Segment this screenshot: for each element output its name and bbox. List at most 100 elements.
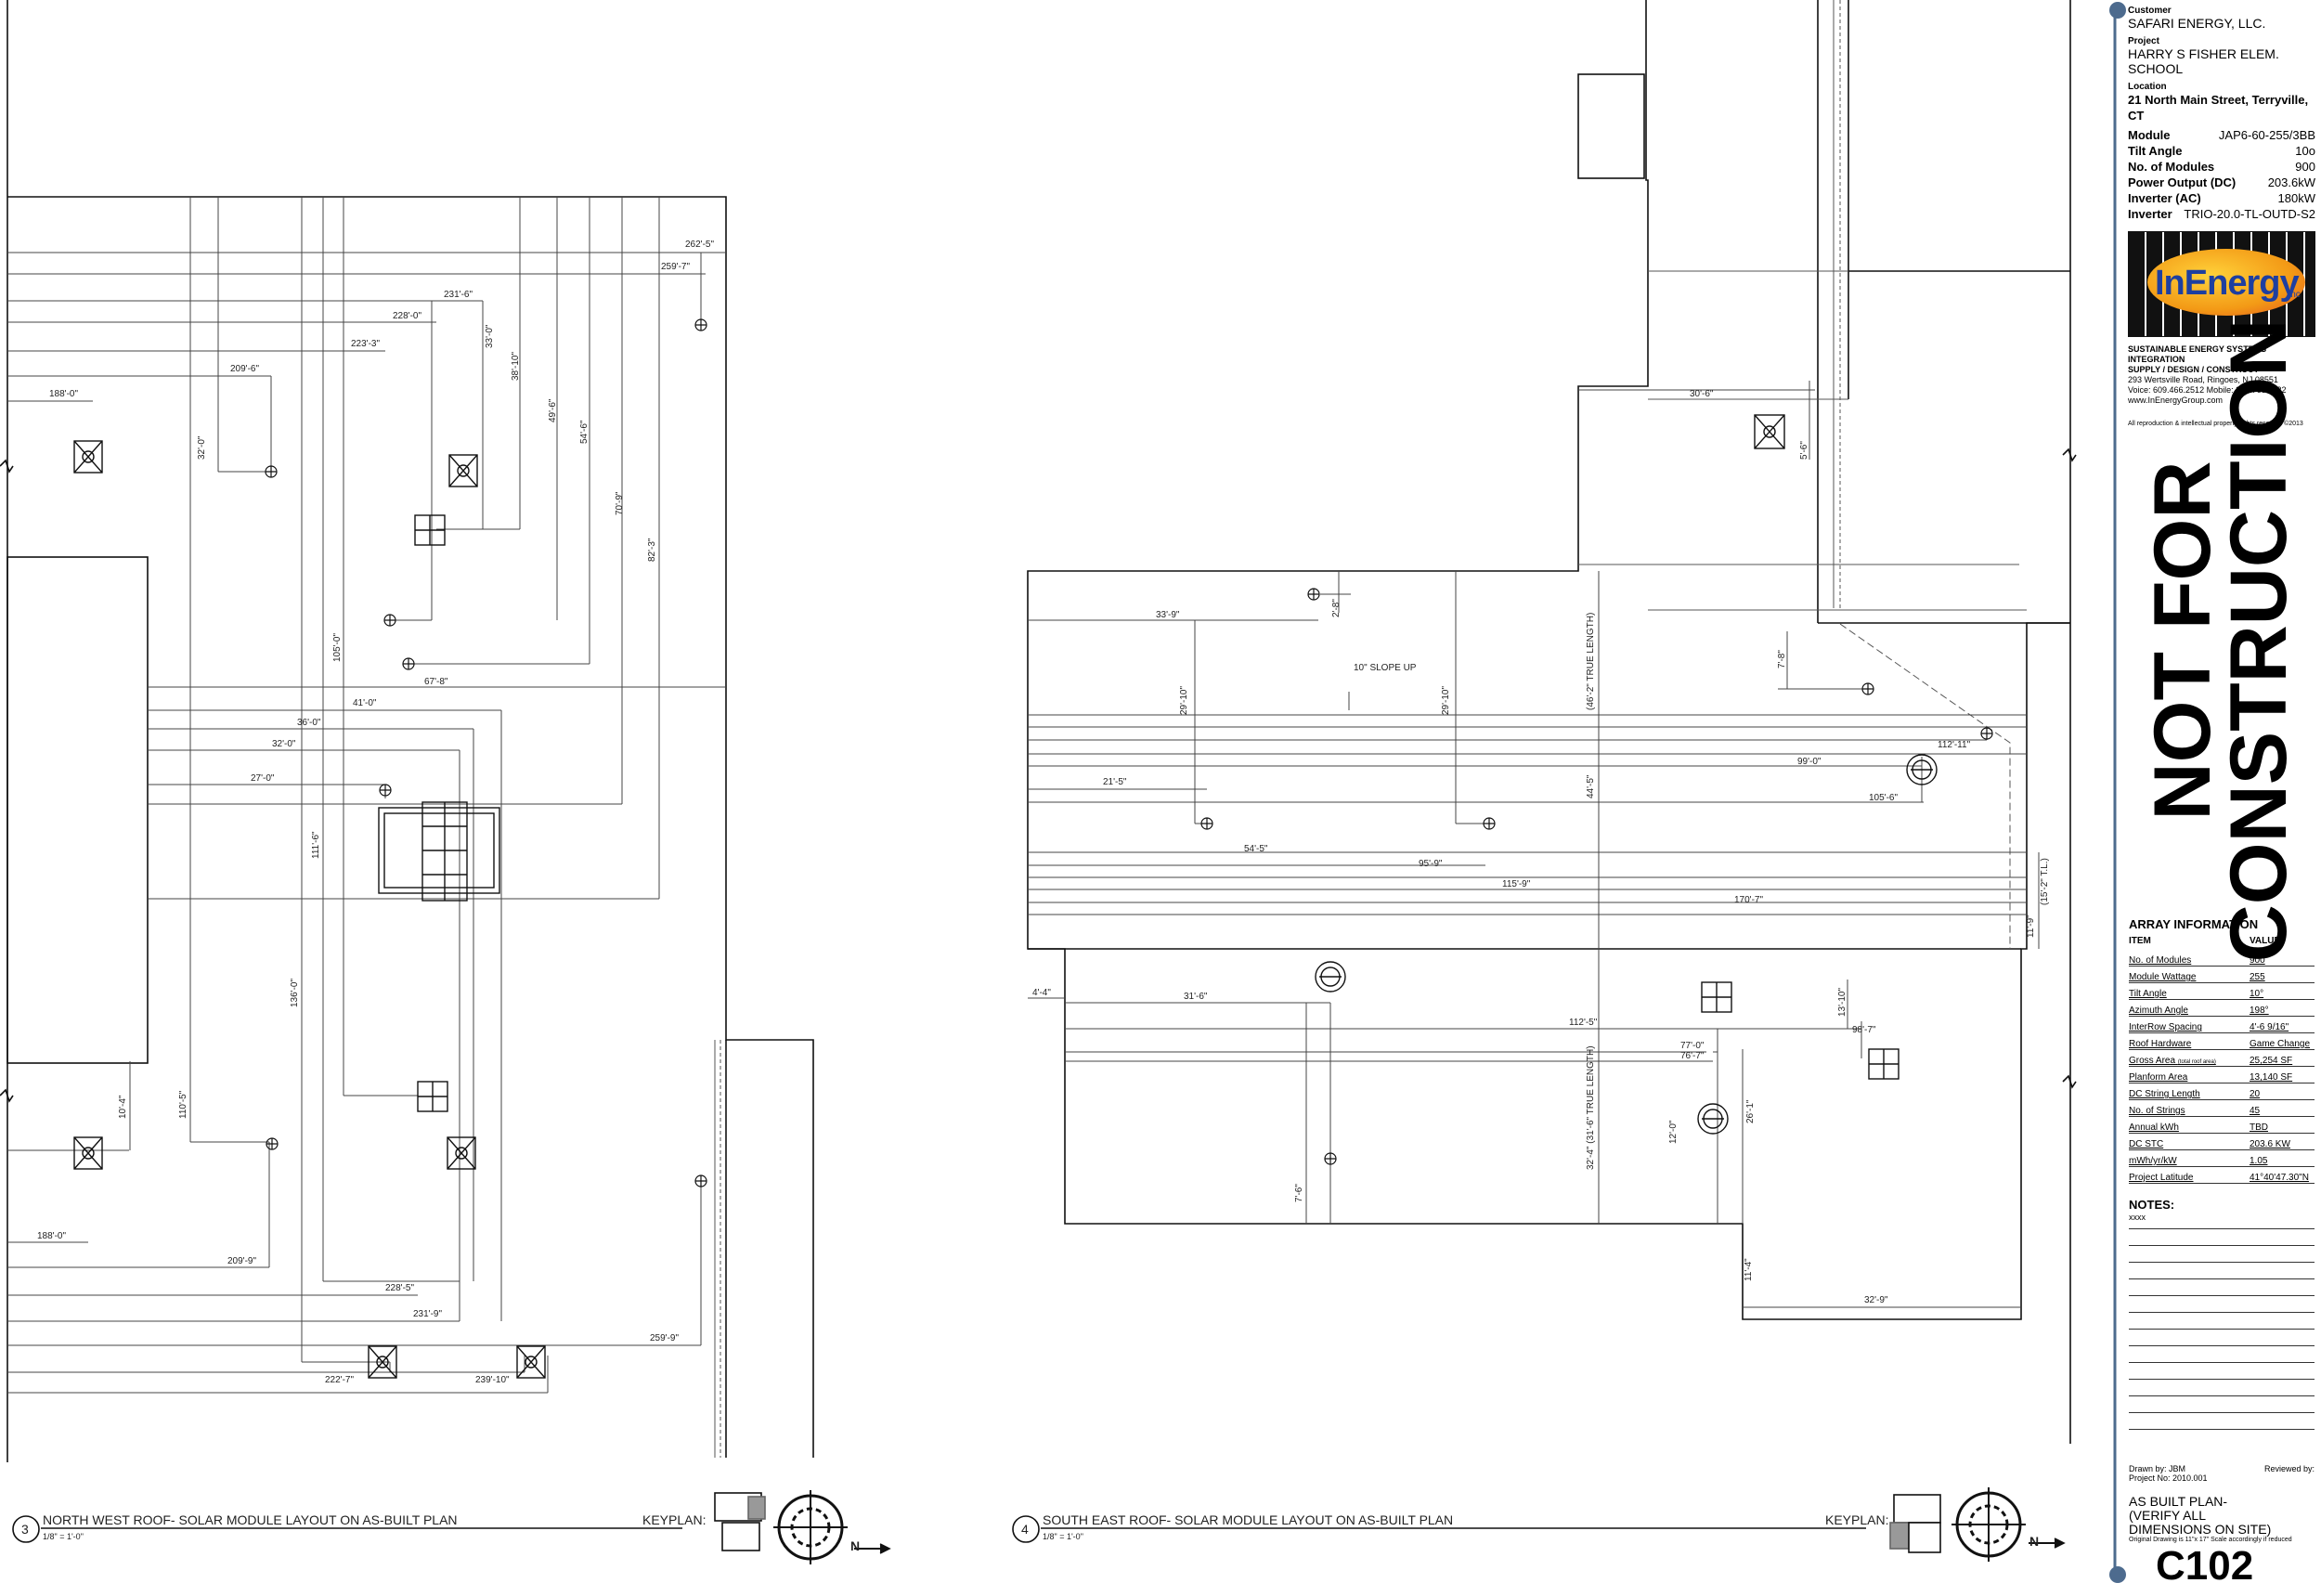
nw-dim-228b: 228'-5" (385, 1283, 414, 1293)
nw-dim-27: 27'-0" (251, 773, 275, 784)
se-roof-outline (1027, 0, 2077, 1444)
se-dim-4: 4'-4" (1032, 988, 1051, 998)
nw-dim-54v: 54'-6" (579, 420, 590, 444)
array-info-heading: ARRAY INFORMATION (2129, 917, 2259, 931)
se-dim-98: 98'-7" (1852, 1025, 1876, 1035)
nw-dim-188a: 188'-0" (49, 389, 78, 399)
nw-dim-209a: 209'-6" (230, 364, 259, 374)
se-dim-21: 21'-5" (1103, 777, 1127, 787)
nw-dim-33v: 33'-0" (485, 324, 495, 348)
nw-dim-36: 36'-0" (297, 718, 321, 728)
location-value: 21 North Main Street, Terryville, CT (2128, 93, 2309, 123)
se-dim-44v: 44'-5" (1586, 774, 1596, 798)
se-dim-11v: 11'-9" (2026, 915, 2036, 938)
se-dim-13v: 13'-10" (1837, 988, 1848, 1017)
se-dim-11v2: 11'-4" (1744, 1258, 1754, 1281)
nw-dim-262: 262'-5" (685, 240, 714, 250)
se-dim-2v: 2'-8" (1331, 599, 1342, 617)
se-slope: 10" SLOPE UP (1354, 663, 1417, 673)
view-4-scale: 1/8" = 1'-0" (1043, 1532, 1083, 1541)
view-4-number: 4 (1021, 1522, 1029, 1537)
view-3-north: N (850, 1538, 860, 1553)
nw-dim-70v: 70'-9" (615, 491, 625, 515)
view-title-4 (1012, 1487, 2066, 1562)
se-dim-32b: 32'-9" (1864, 1295, 1888, 1305)
se-dim-30: 30'-6" (1690, 389, 1714, 399)
nw-dim-209b: 209'-9" (227, 1256, 256, 1266)
se-dim-31: 31'-6" (1184, 992, 1208, 1002)
notes-lines: xxxx (2129, 1213, 2315, 1430)
se-dim-29a: 29'-10" (1179, 686, 1189, 715)
nw-dim-38v: 38'-10" (511, 352, 521, 381)
nw-dim-239: 239'-10" (475, 1375, 510, 1385)
se-dim-7v2: 7'-6" (1294, 1184, 1304, 1202)
nw-dim-223: 223'-3" (351, 339, 380, 349)
nw-dim-231a: 231'-6" (444, 290, 473, 300)
nw-dim-111v: 111'-6" (311, 831, 321, 859)
title-block: Customer SAFARI ENERGY, LLC. Project HAR… (2109, 0, 2321, 1596)
se-dim-54: 54'-5" (1244, 844, 1268, 854)
original-drawing-note: Original Drawing is 11"x 17" Scale accor… (2129, 1537, 2292, 1543)
se-dim-33: 33'-9" (1156, 610, 1180, 620)
project-label: Project (2128, 36, 2159, 46)
se-dim-112b: 112'-5" (1569, 1018, 1598, 1028)
top-dot-icon (2109, 2, 2126, 19)
se-dim-170: 170'-7" (1734, 895, 1763, 905)
project-value: HARRY S FISHER ELEM. SCHOOL (2128, 46, 2279, 76)
spec-row: Inverter (AC)180kW (2128, 191, 2315, 205)
inenergy-logo: InEnergy inc (2128, 231, 2315, 337)
view-3-number: 3 (21, 1522, 29, 1537)
nw-dim-231b: 231'-9" (413, 1309, 442, 1319)
se-dim-26v: 26'-1" (1745, 1099, 1756, 1123)
nw-dim-32: 32'-0" (272, 739, 296, 749)
nw-dim-41: 41'-0" (353, 698, 377, 708)
view-3-keyplan: KEYPLAN: (642, 1512, 706, 1527)
nw-roof-outline (0, 0, 814, 1462)
nw-dim-10v: 10'-4" (118, 1095, 128, 1119)
nw-dim-67: 67'-8" (424, 677, 448, 687)
view-title-3 (12, 1490, 891, 1564)
company-info: SUSTAINABLE ENERGY SYSTEMS INTEGRATION S… (2128, 344, 2287, 405)
se-dim-112a: 112'-11" (1938, 740, 1971, 750)
nw-dim-188b: 188'-0" (37, 1231, 66, 1241)
nw-dim-82v: 82'-3" (647, 538, 657, 562)
nw-dim-136v: 136'-0" (290, 979, 300, 1007)
se-true-46: (46'-2" TRUE LENGTH) (1586, 613, 1596, 710)
rights-note: All reproduction & intellectual property… (2128, 421, 2303, 427)
notes-heading: NOTES: (2129, 1198, 2175, 1212)
nw-dim-110v: 110'-5" (178, 1090, 188, 1119)
nw-dim-259a: 259'-7" (661, 262, 690, 272)
se-dim-105: 105'-6" (1869, 793, 1898, 803)
nw-dim-228a: 228'-0" (393, 311, 421, 321)
se-dim-76: 76'-7" (1680, 1051, 1705, 1061)
se-dim-115: 115'-9" (1502, 879, 1531, 889)
view-4-north: N (2029, 1534, 2039, 1549)
nw-dim-49v: 49'-6" (548, 398, 558, 422)
view-4-keyplan: KEYPLAN: (1825, 1512, 1888, 1527)
spec-row: Power Output (DC)203.6kW (2128, 175, 2315, 189)
se-dim-5v: 5'-6" (1799, 441, 1809, 460)
view-3-scale: 1/8" = 1'-0" (43, 1532, 84, 1541)
bottom-dot-icon (2109, 1566, 2126, 1583)
nw-dim-222: 222'-7" (325, 1375, 354, 1385)
